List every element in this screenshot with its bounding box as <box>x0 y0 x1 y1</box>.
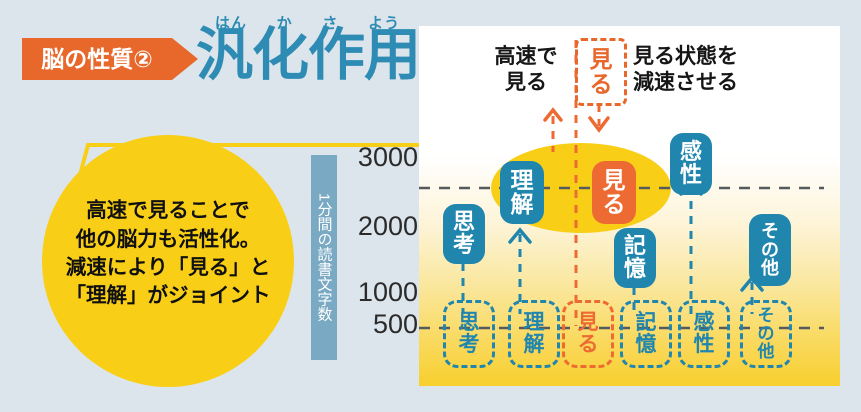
y-tick-2000: 2000 <box>357 211 418 241</box>
chip-lower-sonota-label: その他 <box>757 306 775 361</box>
furigana-3: さ <box>322 15 339 32</box>
y-axis-label: 1分間の読書文字数 <box>315 193 333 322</box>
chip-lower-kioku[interactable]: 記憶 <box>620 300 672 368</box>
chip-lower-miru-label: 見る <box>577 311 599 356</box>
title-furigana: はん か さ よう <box>200 12 415 33</box>
y-tick-1000: 1000 <box>357 277 418 307</box>
chip-upper-rikai-label: 理解 <box>510 166 534 217</box>
chip-upper-kioku[interactable]: 記憶 <box>614 228 656 288</box>
arrow-kansei-icon <box>679 179 703 314</box>
chip-lower-kansei-label: 感性 <box>693 311 715 356</box>
chip-lower-rikai-label: 理解 <box>523 311 545 356</box>
y-tick-3000: 3000 <box>357 142 418 172</box>
annotation-high-speed: 高速で見る <box>494 45 558 95</box>
chip-lower-shikou[interactable]: 思考 <box>443 300 495 368</box>
chip-upper-shikou[interactable]: 思考 <box>443 204 485 264</box>
callout-bubble-text: 高速で見ることで 他の脳力も活性化。 減速により「見る」と 「理解」がジョイント <box>66 197 271 310</box>
miru-up-arrow-icon <box>543 107 563 152</box>
chip-lower-miru[interactable]: 見る <box>562 300 614 368</box>
furigana-2: か <box>276 15 293 32</box>
chip-upper-kioku-label: 記憶 <box>623 233 646 281</box>
chip-lower-kioku-label: 記憶 <box>635 311 657 356</box>
callout-line-2: 他の脳力も活性化。 <box>75 227 261 251</box>
furigana-1: はん <box>214 15 247 32</box>
chip-upper-rikai[interactable]: 理解 <box>500 161 544 224</box>
annotation-decelerate: 見る状態を減速させる <box>633 45 738 95</box>
furigana-4: よう <box>368 15 401 32</box>
y-tick-500: 500 <box>372 309 418 339</box>
chip-upper-miru[interactable]: 見る <box>592 161 636 224</box>
chip-upper-miru-label: 見る <box>602 166 626 217</box>
chip-lower-shikou-label: 思考 <box>458 311 480 356</box>
chip-upper-kansei[interactable]: 感性 <box>670 133 712 195</box>
section-badge: 脳の性質② <box>22 38 172 80</box>
chip-lower-rikai[interactable]: 理解 <box>508 300 560 368</box>
callout-line-1: 高速で見ることで <box>86 199 250 223</box>
chip-upper-sonota[interactable]: その他 <box>749 214 791 286</box>
chip-lower-sonota[interactable]: その他 <box>740 300 792 368</box>
section-badge-arrow-icon <box>172 38 198 80</box>
annotation-miru-box: 見る <box>575 38 627 106</box>
annotation-miru-label: 見る <box>589 46 613 97</box>
chip-lower-kansei[interactable]: 感性 <box>678 300 730 368</box>
chip-upper-sonota-label: その他 <box>761 220 779 279</box>
chip-upper-shikou-label: 思考 <box>452 209 475 257</box>
callout-line-3: 減速により「見る」と <box>65 256 271 279</box>
y-axis-label-box: 1分間の読書文字数 <box>311 155 337 360</box>
callout-line-4: 「理解」がジョイント <box>65 284 271 308</box>
callout-bubble: 高速で見ることで 他の脳力も活性化。 減速により「見る」と 「理解」がジョイント <box>42 135 294 387</box>
section-badge-label: 脳の性質② <box>41 45 153 72</box>
miru-down-arrow-icon <box>588 104 610 133</box>
chip-upper-kansei-label: 感性 <box>679 139 702 187</box>
page-title: 汎化作用 <box>196 23 421 87</box>
